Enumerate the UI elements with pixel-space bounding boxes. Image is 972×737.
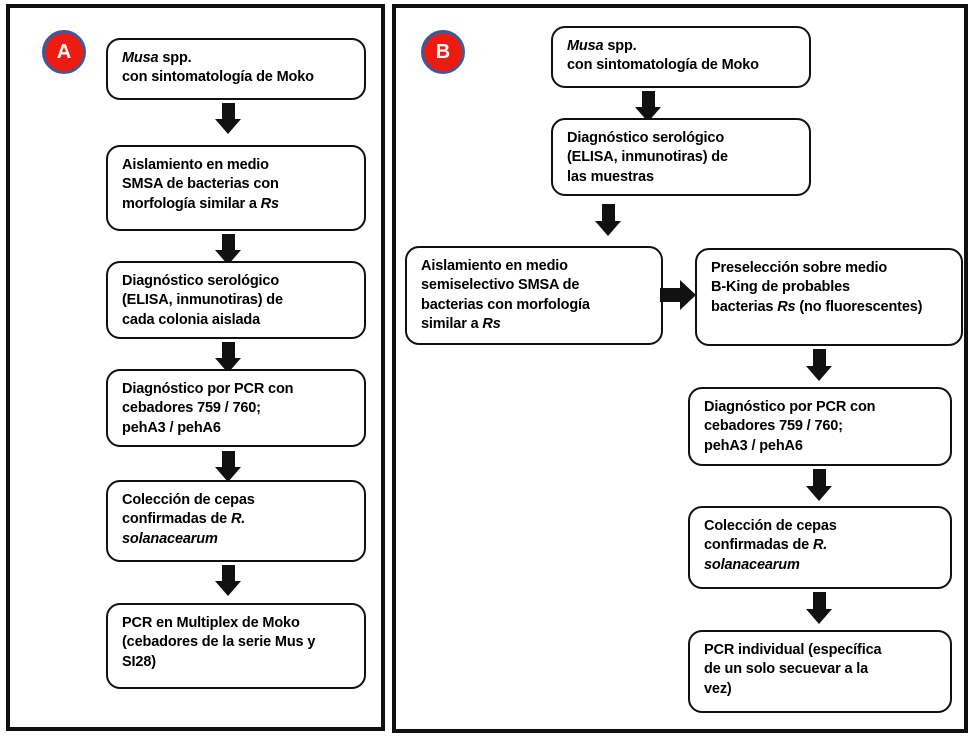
node-b2-text: Diagnóstico serológico (ELISA, inmunotir… bbox=[567, 130, 728, 185]
node-b2: Diagnóstico serológico (ELISA, inmunotir… bbox=[551, 118, 811, 196]
node-a5: Colección de cepas confirmadas de R. sol… bbox=[106, 480, 366, 562]
panel-b-badge: B bbox=[421, 30, 465, 74]
node-b1-text: Musa spp. con sintomatología de Moko bbox=[567, 38, 759, 74]
node-a4-text: Diagnóstico por PCR con cebadores 759 / … bbox=[122, 381, 294, 436]
node-a5-text: Colección de cepas confirmadas de R. sol… bbox=[122, 492, 255, 547]
node-a4: Diagnóstico por PCR con cebadores 759 / … bbox=[106, 369, 366, 447]
node-b7-text: PCR individual (específica de un solo se… bbox=[704, 642, 882, 697]
node-a1-text: Musa spp. con sintomatología de Moko bbox=[122, 50, 314, 86]
node-b6: Colección de cepas confirmadas de R. sol… bbox=[688, 506, 952, 589]
node-b5: Diagnóstico por PCR con cebadores 759 / … bbox=[688, 387, 952, 466]
node-b6-text: Colección de cepas confirmadas de R. sol… bbox=[704, 518, 837, 573]
node-a2-text: Aislamiento en medio SMSA de bacterias c… bbox=[122, 157, 279, 212]
node-b7: PCR individual (específica de un solo se… bbox=[688, 630, 952, 713]
panel-a-badge: A bbox=[42, 30, 86, 74]
panel-b: B Musa spp. con sintomatología de Moko D… bbox=[392, 4, 968, 733]
node-a2: Aislamiento en medio SMSA de bacterias c… bbox=[106, 145, 366, 231]
node-a1: Musa spp. con sintomatología de Moko bbox=[106, 38, 366, 100]
panel-a: A Musa spp. con sintomatología de Moko A… bbox=[6, 4, 385, 731]
node-a6-text: PCR en Multiplex de Moko (cebadores de l… bbox=[122, 615, 316, 670]
node-b4-text: Preselección sobre medio B-King de proba… bbox=[711, 260, 923, 315]
node-b3: Aislamiento en medio semiselectivo SMSA … bbox=[405, 246, 663, 345]
node-b1: Musa spp. con sintomatología de Moko bbox=[551, 26, 811, 88]
node-b4: Preselección sobre medio B-King de proba… bbox=[695, 248, 963, 346]
node-b5-text: Diagnóstico por PCR con cebadores 759 / … bbox=[704, 399, 876, 454]
node-a6: PCR en Multiplex de Moko (cebadores de l… bbox=[106, 603, 366, 689]
node-b3-text: Aislamiento en medio semiselectivo SMSA … bbox=[421, 258, 590, 332]
node-a3-text: Diagnóstico serológico (ELISA, inmunotir… bbox=[122, 273, 283, 328]
node-a3: Diagnóstico serológico (ELISA, inmunotir… bbox=[106, 261, 366, 339]
